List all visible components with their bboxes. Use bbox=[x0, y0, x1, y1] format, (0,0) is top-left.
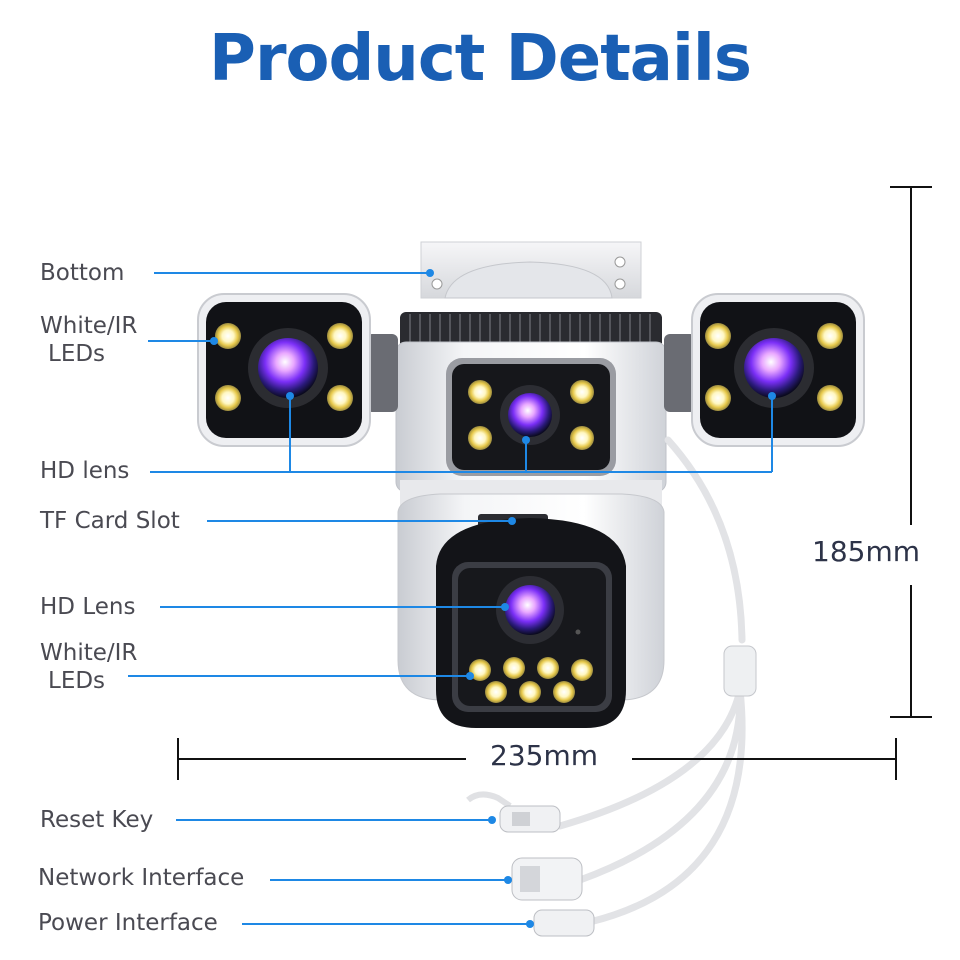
dimension-lines bbox=[177, 186, 932, 780]
page-title: Product Details bbox=[209, 22, 752, 96]
label-reset-key: Reset Key bbox=[40, 807, 154, 833]
label-tf-card-slot: TF Card Slot bbox=[40, 508, 180, 534]
power-connector bbox=[533, 909, 595, 937]
upper-body bbox=[366, 334, 696, 493]
dimension-width: 235mm bbox=[490, 739, 598, 772]
label-white-ir-leds-top-line2: LEDs bbox=[48, 341, 106, 367]
label-bottom: Bottom bbox=[40, 260, 125, 286]
label-network-interface: Network Interface bbox=[38, 865, 245, 891]
network-connector bbox=[511, 857, 583, 901]
right-camera-module bbox=[691, 293, 865, 447]
leader-lines bbox=[128, 272, 773, 925]
label-white-ir-leds-bottom-line1: White/IR bbox=[40, 640, 138, 666]
lower-body bbox=[397, 480, 665, 728]
label-hd-lens-bottom: HD Lens bbox=[40, 594, 136, 620]
label-hd-lens-top: HD lens bbox=[40, 458, 130, 484]
reset-connector bbox=[466, 791, 561, 833]
mount-plate bbox=[420, 241, 642, 299]
label-white-ir-leds-top-line1: White/IR bbox=[40, 313, 138, 339]
label-power-interface: Power Interface bbox=[38, 910, 218, 936]
cable-splitter bbox=[723, 645, 757, 697]
leader-dots bbox=[210, 269, 776, 928]
left-camera-module bbox=[197, 293, 371, 447]
label-white-ir-leds-bottom-line2: LEDs bbox=[48, 668, 106, 694]
dimension-height: 185mm bbox=[812, 535, 920, 568]
cables bbox=[556, 436, 746, 926]
